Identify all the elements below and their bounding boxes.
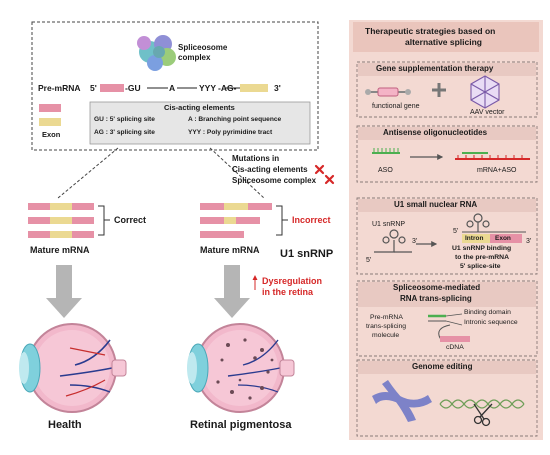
mrna-aso-icon <box>455 152 530 160</box>
dysregulation-label-line2: in the retina <box>262 287 314 297</box>
dna-helix-icon <box>439 399 525 409</box>
plus-icon <box>432 83 446 97</box>
functional-gene-label: functional gene <box>372 103 420 110</box>
spliceosome-label: Spliceosome <box>178 43 228 52</box>
aso-label: ASO <box>378 167 393 174</box>
spliceosome-complex-icon <box>137 35 176 71</box>
functional-gene-icon <box>365 87 411 97</box>
u1-three-prime: 3' <box>412 238 418 245</box>
scissors-icon <box>473 403 493 427</box>
healthy-eye-illustration <box>19 323 127 413</box>
mrna-aso-label: mRNA+ASO <box>477 167 517 174</box>
u1-desc: U1 snRNP binding <box>452 245 512 252</box>
trans-splicing-title-line2: RNA trans-splicing <box>400 294 472 303</box>
u1-three-prime-2: 3' <box>526 238 532 245</box>
gene-supplementation-title: Gene supplementation therapy <box>376 64 494 73</box>
dysregulation-label: Dysregulation <box>262 276 323 286</box>
mutations-cis: Cis-acting elements <box>232 165 308 174</box>
gene-supplementation-box <box>356 61 538 118</box>
a-label: A <box>169 83 176 93</box>
gu-label: -GU <box>125 83 141 93</box>
panel-title-line2: alternative splicing <box>405 37 482 47</box>
x-mark-icon <box>314 164 335 185</box>
chromosome-icon <box>372 380 432 422</box>
molecule-label: Pre-mRNA <box>370 314 403 321</box>
u1-snrnp-structure-icon <box>374 229 412 253</box>
incorrect-mrna-diagram <box>200 203 288 238</box>
legend-yyy: YYY : Poly pyrimidine tract <box>188 129 273 136</box>
aso-box <box>356 125 538 183</box>
mature-mrna-label: Mature mRNA <box>200 245 260 255</box>
correct-label: Correct <box>114 215 147 225</box>
molecule-label-line3: molecule <box>372 332 400 339</box>
five-prime-label: 5' <box>90 83 97 93</box>
mutations-label: Mutations in <box>232 154 280 163</box>
exon-label: Exon <box>495 235 511 242</box>
aav-vector-icon <box>470 75 500 109</box>
legend-a: A : Branching point sequence <box>188 116 282 123</box>
yyy-label: YYY <box>199 83 217 93</box>
intronic-sequence-label: Intronic sequence <box>464 319 518 326</box>
exon-legend-label: Exon <box>42 130 61 139</box>
trans-splicing-molecule-icon <box>428 313 470 342</box>
correct-mrna-diagram <box>28 203 110 238</box>
premrna-diagram <box>100 84 268 92</box>
arrow-down-icon <box>214 265 250 318</box>
premrna-box <box>31 21 319 151</box>
mature-mrna-label: Mature mRNA <box>30 245 90 255</box>
aso-title: Antisense oligonucleotides <box>383 128 488 137</box>
intron-label: Intron <box>465 235 484 242</box>
legend-box <box>89 101 311 145</box>
health-label: Health <box>48 419 82 431</box>
diseased-eye-illustration <box>187 323 295 413</box>
premrna-label: Pre-mRNA <box>38 83 81 93</box>
u1-snrnp-icon-label: U1 snRNP <box>372 221 406 228</box>
legend-title: Cis-acting elements <box>164 103 235 112</box>
u1-binding-icon <box>462 213 526 243</box>
u1-title: U1 small nuclear RNA <box>394 200 478 209</box>
strategies-panel <box>349 20 543 440</box>
genome-editing-box <box>356 359 538 437</box>
trans-splicing-title: Spliceosome-mediated <box>393 283 481 292</box>
three-prime-label: 3' <box>274 83 281 93</box>
u1-desc-line3: 5' splice-site <box>460 263 501 270</box>
u1-five-prime-2: 5' <box>453 228 459 235</box>
binding-domain-label: Binding domain <box>464 309 511 316</box>
panel-title: Therapeutic strategies based on <box>365 26 496 36</box>
ag-label: -AG- <box>218 83 237 93</box>
rp-label: Retinal pigmentosa <box>190 419 292 431</box>
genome-editing-title: Genome editing <box>412 362 473 371</box>
trans-splicing-box <box>356 280 538 357</box>
u1-snrna-box <box>356 197 538 275</box>
aso-icon <box>372 148 400 154</box>
incorrect-label: Incorrect <box>292 215 331 225</box>
u1-snrnp-label: U1 snRNP <box>280 248 334 260</box>
aav-vector-label: AAV vector <box>470 109 505 116</box>
legend-ag: AG : 3' splicing site <box>94 129 155 136</box>
legend-gu: GU : 5' splicing site <box>94 116 155 123</box>
mutations-spliceosome: Spliceosome complex <box>232 176 317 185</box>
molecule-label-line2: trans-splicing <box>366 323 407 330</box>
cdna-label: cDNA <box>446 344 464 351</box>
u1-desc-line2: to the pre-mRNA <box>455 254 509 261</box>
arrow-down-icon <box>46 265 82 318</box>
spliceosome-label-line2: complex <box>178 53 211 62</box>
u1-five-prime: 5' <box>366 257 372 264</box>
